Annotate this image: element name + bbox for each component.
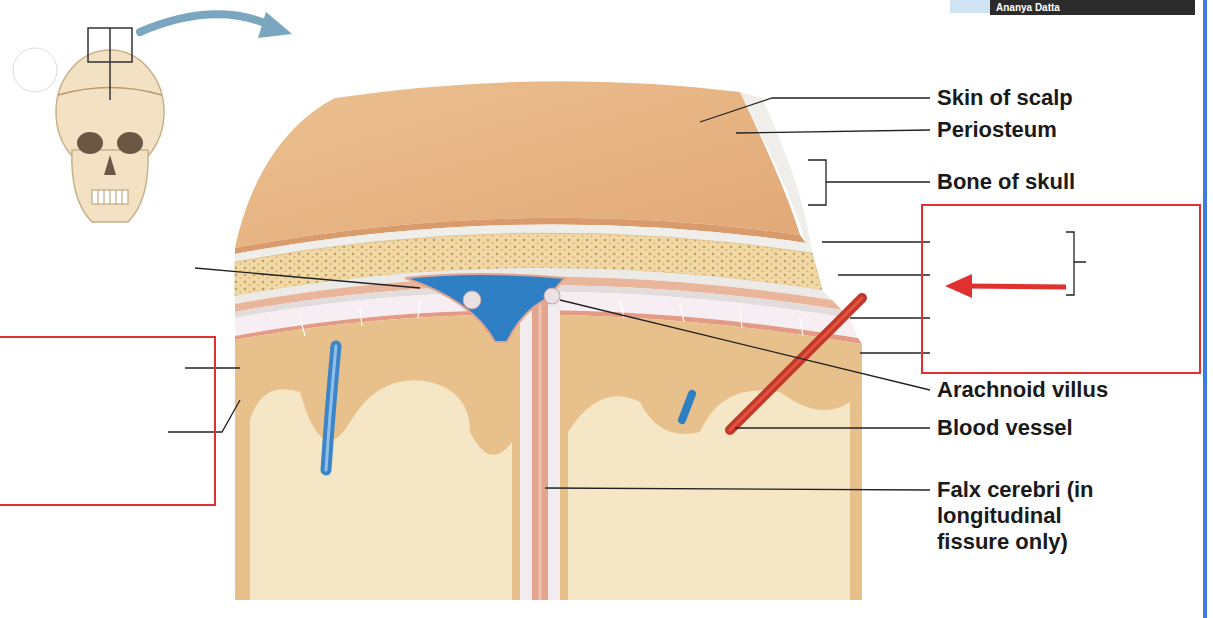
highlight-box [922, 205, 1200, 373]
meninges-block [235, 81, 862, 600]
red-arrow [968, 286, 1066, 287]
part-label: Arachnoid villus [937, 377, 1197, 403]
layer-label: Skin of scalp [937, 85, 1197, 111]
part-label: Falx cerebri (in longitudinal fissure on… [937, 477, 1123, 555]
layer-label: Periosteum [937, 117, 1197, 143]
part-label: Blood vessel [937, 415, 1197, 441]
red-arrow-head [945, 274, 972, 298]
name-bar [990, 0, 1195, 15]
presenter-name: Ananya Datta [996, 1, 1186, 14]
layer-label: Bone of skull [937, 169, 1197, 195]
ui-dot [13, 48, 57, 92]
side-bar [1203, 0, 1207, 618]
video-patch [950, 0, 992, 13]
highlight-box [0, 337, 215, 505]
